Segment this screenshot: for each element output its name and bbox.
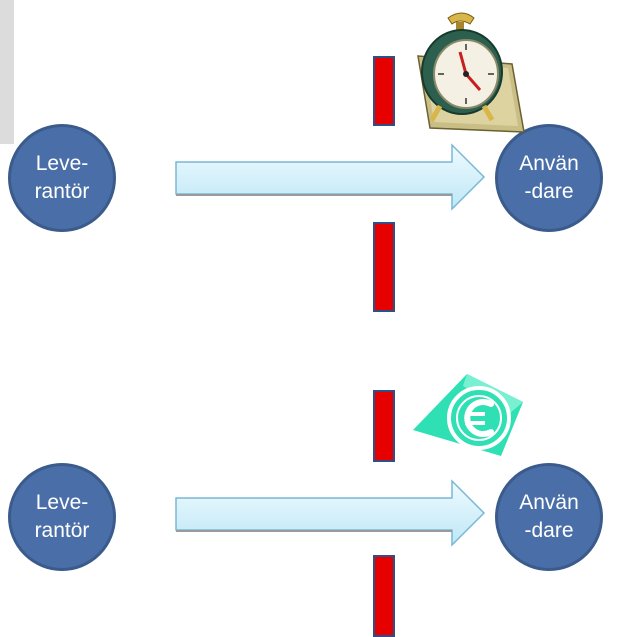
alarm-clock-icon <box>417 12 525 133</box>
barrier-top-upper <box>373 56 395 126</box>
user-node-top: Använ -dare <box>495 124 603 232</box>
barrier-bottom-lower <box>373 555 395 637</box>
grey-side-strip <box>0 0 14 144</box>
supplier-node-bottom: Leve- rantör <box>8 463 116 571</box>
flow-arrow-bottom <box>175 479 486 547</box>
supplier-node-top: Leve- rantör <box>8 124 116 232</box>
supplier-label: Leve- rantör <box>34 491 90 542</box>
barrier-bottom-upper <box>373 390 395 462</box>
euro-coin-icon <box>413 374 523 456</box>
user-label: Använ -dare <box>519 152 579 203</box>
user-label: Använ -dare <box>519 491 579 542</box>
supplier-label: Leve- rantör <box>34 152 90 203</box>
barrier-top-lower <box>373 222 395 312</box>
user-node-bottom: Använ -dare <box>495 463 603 571</box>
flow-arrow-top <box>175 143 486 211</box>
